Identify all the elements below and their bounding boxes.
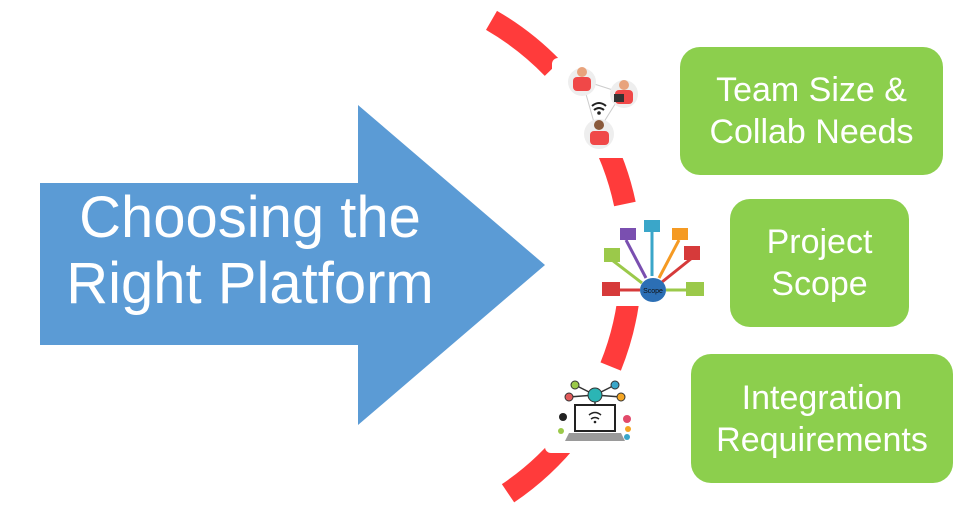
factor-integration-requirements: Integration Requirements [691,354,953,483]
factor-team-size-line-1: Team Size & [716,71,907,109]
factor-team-size: Team Size & Collab Needs [680,47,943,175]
scope-center-label: Scope [643,288,663,295]
title-line-1: Choosing the [79,185,421,250]
laptop-network-picture [545,375,645,453]
arrow-shape [40,105,545,425]
factor-project-scope-line-1: Project [766,223,873,261]
factor-project-scope: Project Scope [730,199,909,327]
laptop-network-icon [558,380,631,441]
factor-integration-line-2: Requirements [716,420,928,459]
scope-diagram-icon: Scope [602,220,704,302]
scope-diagram-picture: Scope [596,218,708,306]
factor-team-size-line-2: Collab Needs [709,113,914,151]
team-collaboration-icon [568,67,638,149]
title: Choosing the Right Platform [40,185,460,317]
factor-project-scope-line-2: Scope [771,265,868,303]
title-line-2: Right Platform [66,251,434,316]
team-collaboration-picture [552,58,652,158]
factor-integration-line-1: Integration [741,378,903,417]
arc-segment [485,10,561,76]
